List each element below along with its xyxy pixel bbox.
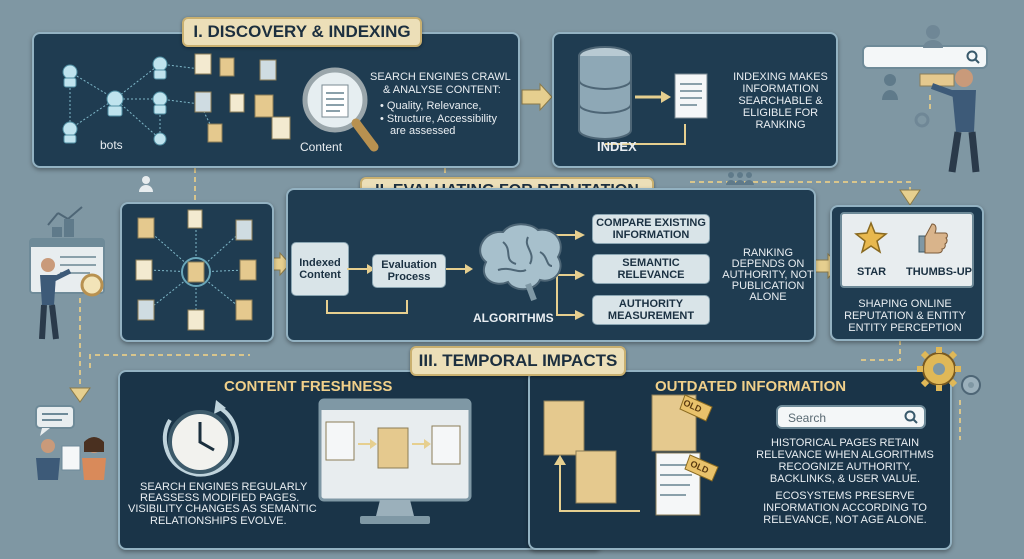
outdated-search-bar[interactable]: Search <box>776 405 926 429</box>
search-icon <box>904 410 918 424</box>
gear-icon <box>917 347 981 395</box>
section-title-temporal: III. TEMPORAL IMPACTS <box>410 346 626 376</box>
small-user-icon <box>139 176 153 192</box>
criteria-compare-existing: COMPARE EXISTING INFORMATION <box>592 214 710 244</box>
index-note-line: ELIGIBLE FOR <box>742 107 819 119</box>
freshness-caption-line: VISIBILITY CHANGES AS SEMANTIC <box>128 503 317 515</box>
index-note-line: RANKING <box>755 119 806 131</box>
algorithms-label: ALGORITHMS <box>473 311 554 325</box>
evaluation-process-box: Evaluation Process <box>372 254 446 288</box>
ranking-note-line: ALONE <box>749 291 787 303</box>
crawl-bullet: • Quality, Relevance, <box>380 100 482 112</box>
bots-label: bots <box>100 138 123 152</box>
index-note-line: SEARCHABLE & <box>738 95 823 107</box>
indexed-content-box: Indexed Content <box>291 242 349 296</box>
content-freshness-title: CONTENT FRESHNESS <box>224 378 393 395</box>
freshness-caption-line: SEARCH ENGINES REGULARLY <box>140 481 308 493</box>
clock-icon <box>162 400 239 477</box>
crawl-heading-line2: & ANALYSE CONTENT: <box>383 84 501 96</box>
document-hub-network <box>135 209 257 331</box>
crawl-bullet: are assessed <box>390 125 456 137</box>
star-icon <box>854 220 888 254</box>
crawler-bots-network <box>62 53 245 146</box>
reputation-caption-line: ENTITY PERCEPTION <box>848 322 962 334</box>
section-title-discovery: I. DISCOVERY & INDEXING <box>182 17 422 47</box>
index-label: INDEX <box>597 139 637 154</box>
outdated-note2-line: INFORMATION ACCORDING TO <box>763 502 927 514</box>
criteria-authority-measurement: AUTHORITY MEASUREMENT <box>592 295 710 325</box>
ranking-note-line: AUTHORITY, NOT <box>722 269 814 281</box>
group-users-icon <box>726 172 754 185</box>
index-note-line: INFORMATION <box>742 83 819 95</box>
ranking-note-line: DEPENDS ON <box>731 258 805 270</box>
content-label: Content <box>300 140 343 154</box>
crawl-bullet: • Structure, Accessibility <box>380 113 497 125</box>
outdated-note1-line: RELEVANCE WHEN ALGORITHMS <box>756 449 934 461</box>
criteria-semantic-relevance: SEMANTIC RELEVANCE <box>592 254 710 284</box>
reputation-caption-line: REPUTATION & ENTITY <box>844 310 966 322</box>
freshness-caption-line: REASSESS MODIFIED PAGES. <box>140 492 300 504</box>
freshness-caption-line: RELATIONSHIPS EVOLVE. <box>150 515 287 527</box>
reputation-caption-line: SHAPING ONLINE <box>858 298 952 310</box>
brain-icon <box>479 223 562 302</box>
star-label: STAR <box>857 266 887 278</box>
outdated-note1-line: RECOGNIZE AUTHORITY, <box>778 461 912 473</box>
chat-users-figure <box>35 405 106 480</box>
ranking-note-line: RANKING <box>742 247 794 259</box>
monitor-icon <box>318 398 472 524</box>
database-icon <box>578 46 708 145</box>
outdated-note1-line: HISTORICAL PAGES RETAIN <box>770 437 920 449</box>
user-searching-figure <box>882 25 980 173</box>
thumbs-up-label: THUMBS-UP <box>906 266 972 278</box>
process-flow-arrows <box>326 230 585 320</box>
search-placeholder: Search <box>788 411 827 425</box>
presenter-figure <box>29 206 105 340</box>
thumbs-up-icon <box>918 223 948 254</box>
crawl-heading-line1: SEARCH ENGINES CRAWL <box>370 71 511 83</box>
outdated-note2-line: ECOSYSTEMS PRESERVE <box>775 490 915 502</box>
magnifier-document-icon <box>254 59 379 152</box>
outdated-information-title: OUTDATED INFORMATION <box>655 378 847 395</box>
ranking-note-line: PUBLICATION <box>731 280 805 292</box>
search-icon <box>966 50 980 64</box>
index-note-line: INDEXING MAKES <box>733 71 828 83</box>
old-documents-icon <box>543 394 719 516</box>
outdated-note2-line: RELEVANCE, NOT AGE ALONE. <box>763 514 927 526</box>
outdated-note1-line: BACKLINKS, & USER VALUE. <box>769 473 921 485</box>
